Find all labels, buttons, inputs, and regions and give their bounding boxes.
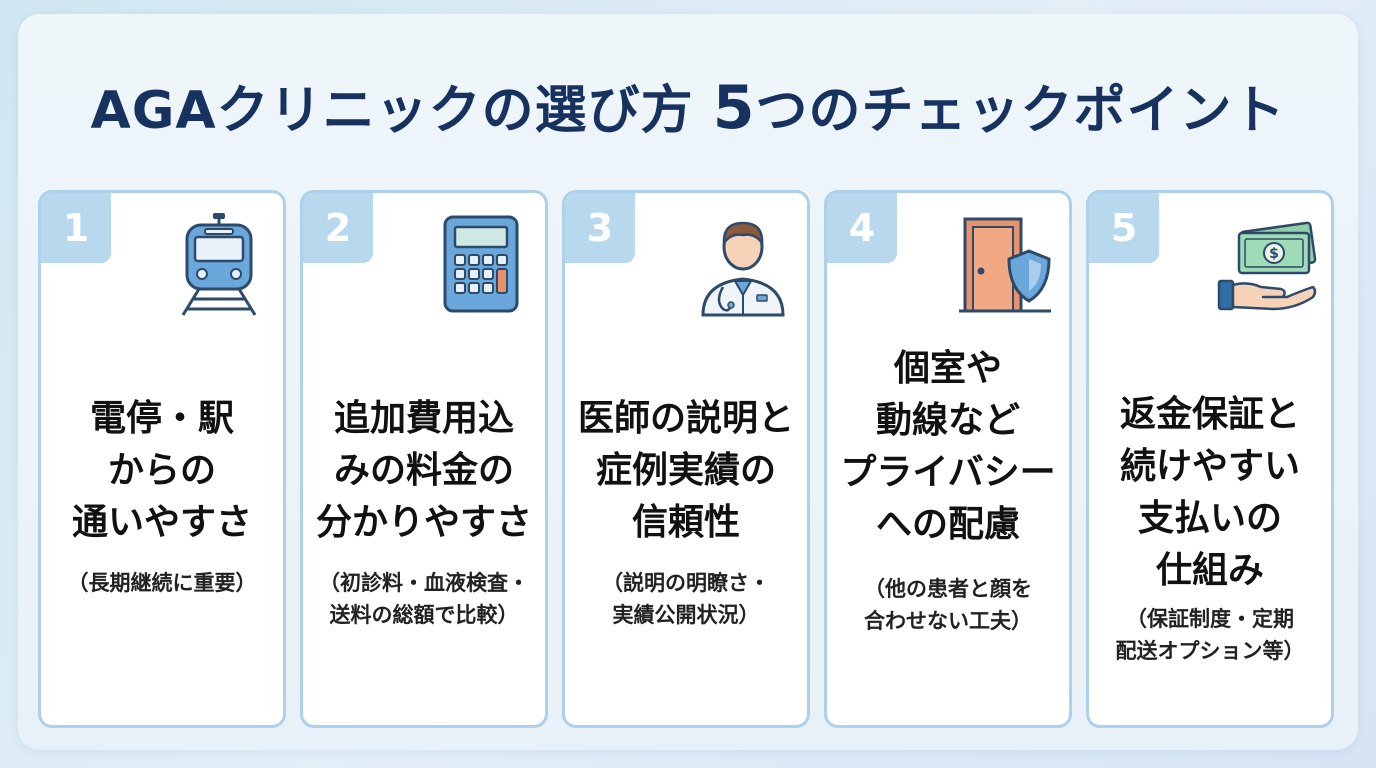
card-note-line: 配送オプション等） bbox=[1115, 639, 1305, 663]
card-note-line: 送料の総額で比較） bbox=[329, 603, 519, 627]
card-note-line: （説明の明瞭さ・ bbox=[602, 571, 770, 595]
card-note-line: （保証制度・定期 bbox=[1126, 607, 1294, 631]
card-number-badge: 2 bbox=[303, 193, 373, 263]
card-heading: 返金保証と 続けやすい 支払いの 仕組み bbox=[1089, 389, 1331, 597]
card-heading-line: 支払いの bbox=[1137, 498, 1282, 539]
card-note: （保証制度・定期 配送オプション等） bbox=[1089, 603, 1331, 667]
card-heading-line: 医師の説明と bbox=[577, 398, 794, 439]
checkpoint-card-2: 2 追加費用込 みの料金の 分かりやすさ （初診料・血液 bbox=[300, 190, 548, 728]
card-heading: 医師の説明と 症例実績の 信頼性 bbox=[565, 393, 807, 549]
card-number-badge: 5 bbox=[1089, 193, 1159, 263]
card-heading-line: 返金保証と bbox=[1119, 394, 1300, 435]
svg-text:$: $ bbox=[1269, 246, 1279, 262]
card-heading-line: 通いやすさ bbox=[71, 502, 252, 543]
card-heading-line: 仕組み bbox=[1155, 550, 1264, 591]
checkpoint-card-4: 4 個室や 動線など プライバシー への配慮 （他の患者と顔を 合わせない工夫） bbox=[824, 190, 1072, 728]
card-heading-line: からの bbox=[107, 450, 216, 491]
door-shield-icon bbox=[959, 217, 1051, 313]
card-heading-line: 分かりやすさ bbox=[315, 502, 532, 543]
title-number: 5 bbox=[712, 73, 756, 143]
calculator-icon bbox=[443, 215, 519, 313]
card-heading-line: への配慮 bbox=[875, 504, 1020, 545]
card-heading-line: みの料金の bbox=[333, 450, 514, 491]
card-number-badge: 3 bbox=[565, 193, 635, 263]
page-title: AGAクリニックの選び方 5つのチェックポイント bbox=[0, 68, 1376, 143]
card-heading-line: 症例実績の bbox=[595, 450, 776, 491]
card-heading: 追加費用込 みの料金の 分かりやすさ bbox=[303, 393, 545, 549]
card-number-badge: 4 bbox=[827, 193, 897, 263]
title-rest: つのチェックポイント bbox=[755, 81, 1286, 141]
card-note-line: 実績公開状況） bbox=[612, 603, 760, 627]
card-number-badge: 1 bbox=[41, 193, 111, 263]
card-note-line: （長期継続に重要） bbox=[67, 571, 257, 595]
doctor-icon bbox=[701, 221, 785, 317]
card-note: （長期継続に重要） bbox=[41, 567, 283, 599]
train-icon bbox=[181, 213, 257, 316]
card-note: （説明の明瞭さ・ 実績公開状況） bbox=[565, 567, 807, 631]
card-heading-line: 続けやすい bbox=[1119, 446, 1300, 487]
money-hand-icon: $ bbox=[1217, 221, 1317, 311]
card-note: （初診料・血液検査・ 送料の総額で比較） bbox=[303, 567, 545, 631]
card-heading-line: 個室や bbox=[893, 348, 1002, 389]
card-heading-line: プライバシー bbox=[840, 452, 1056, 493]
card-note-line: 合わせない工夫） bbox=[864, 609, 1032, 633]
card-heading: 電停・駅 からの 通いやすさ bbox=[41, 393, 283, 549]
card-heading-line: 電停・駅 bbox=[89, 398, 234, 439]
card-heading-line: 信頼性 bbox=[631, 502, 740, 543]
card-note-line: （他の患者と顔を bbox=[864, 577, 1032, 601]
checkpoint-card-5: 5 $ 返金保証と 続けやすい 支払いの 仕組み （保証制度・定期 配送オプショ… bbox=[1086, 190, 1334, 728]
checkpoint-cards: 1 電停・駅 からの 通いやすさ （長期継続に重要） 2 bbox=[38, 190, 1338, 730]
checkpoint-card-1: 1 電停・駅 からの 通いやすさ （長期継続に重要） bbox=[38, 190, 286, 728]
card-heading-line: 動線など bbox=[875, 400, 1020, 441]
card-note: （他の患者と顔を 合わせない工夫） bbox=[827, 573, 1069, 637]
title-main: AGAクリニックの選び方 bbox=[90, 81, 694, 141]
checkpoint-card-3: 3 医師の説明と 症例実績の 信頼性 （説明の明瞭さ・ 実績公開状況） bbox=[562, 190, 810, 728]
card-heading-line: 追加費用込 bbox=[333, 398, 514, 439]
card-heading: 個室や 動線など プライバシー への配慮 bbox=[827, 343, 1069, 551]
card-note-line: （初診料・血液検査・ bbox=[319, 571, 529, 595]
